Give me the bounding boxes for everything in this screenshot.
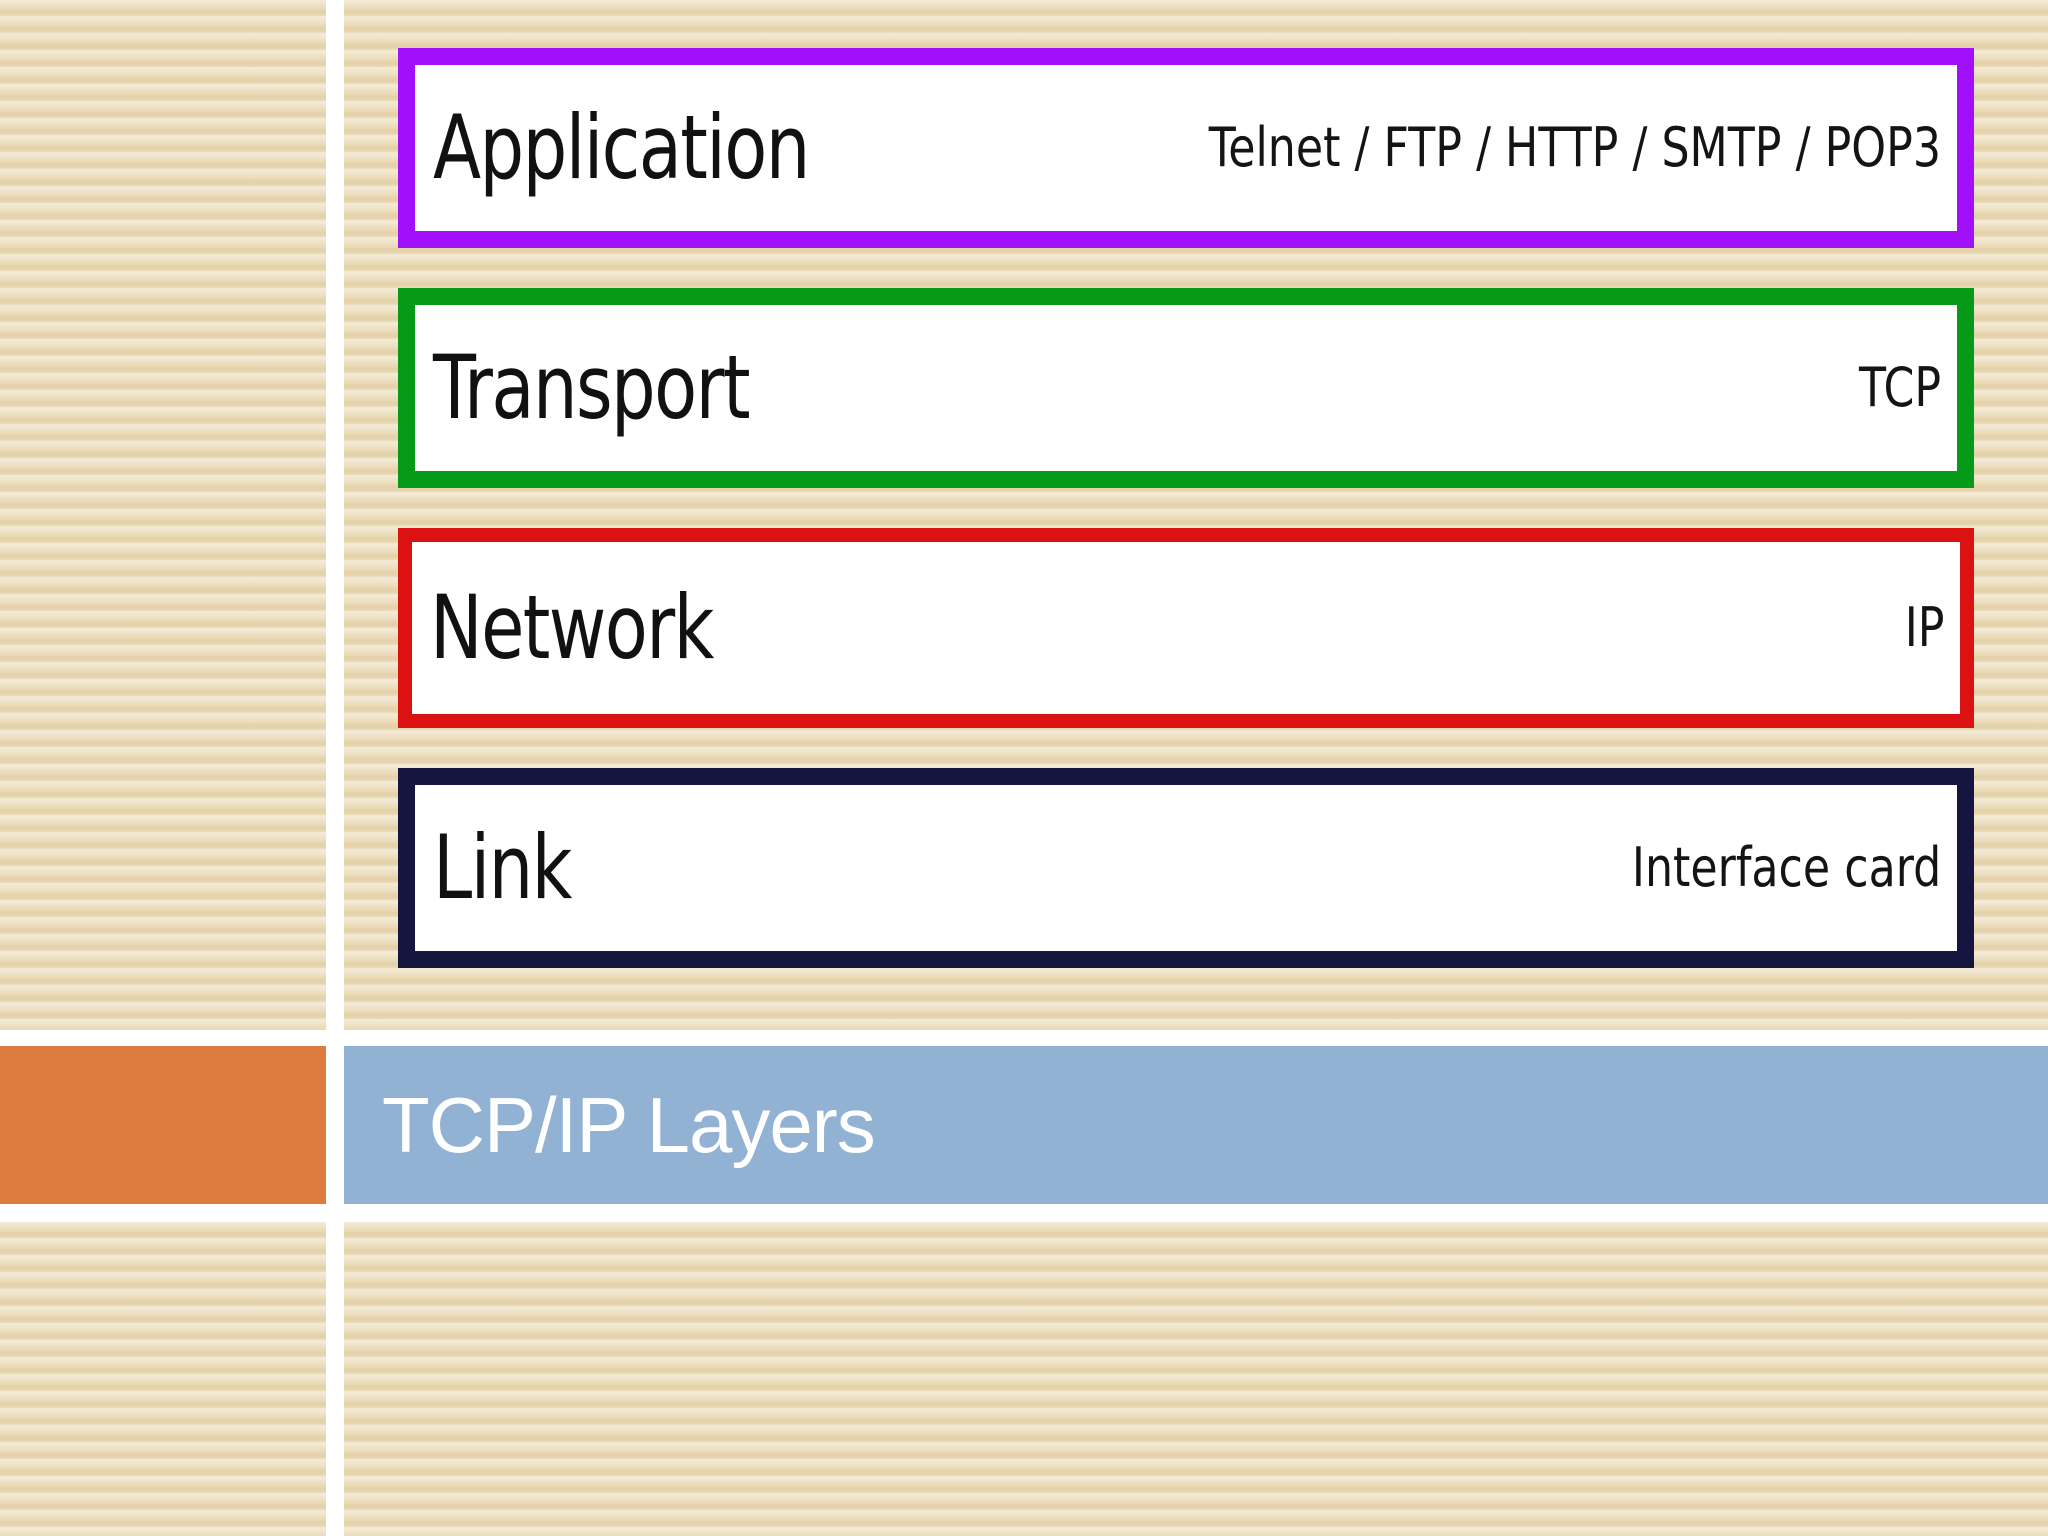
layer-name-network: Network [430,576,714,679]
left-margin-panel-top [0,0,326,1030]
layer-row-application[interactable]: Application Telnet / FTP / HTTP / SMTP /… [398,48,1974,248]
layer-name-application: Application [433,96,810,199]
slide-title-banner: TCP/IP Layers [344,1046,2048,1204]
layer-row-link[interactable]: Link Interface card [398,768,1974,968]
left-margin-panel-bottom [0,1222,326,1536]
content-panel-bottom [344,1222,2048,1536]
layer-protocols-link: Interface card [1631,836,1941,899]
tcpip-layer-stack: Application Telnet / FTP / HTTP / SMTP /… [398,48,1974,968]
slide-title: TCP/IP Layers [382,1081,876,1169]
layer-protocols-network: IP [1904,596,1944,659]
layer-protocols-application: Telnet / FTP / HTTP / SMTP / POP3 [1208,116,1941,179]
layer-protocols-transport: TCP [1858,356,1941,419]
banner-accent-block [0,1046,326,1204]
layer-row-transport[interactable]: Transport TCP [398,288,1974,488]
layer-row-network[interactable]: Network IP [398,528,1974,728]
layer-name-transport: Transport [433,336,751,439]
layer-name-link: Link [433,816,572,919]
